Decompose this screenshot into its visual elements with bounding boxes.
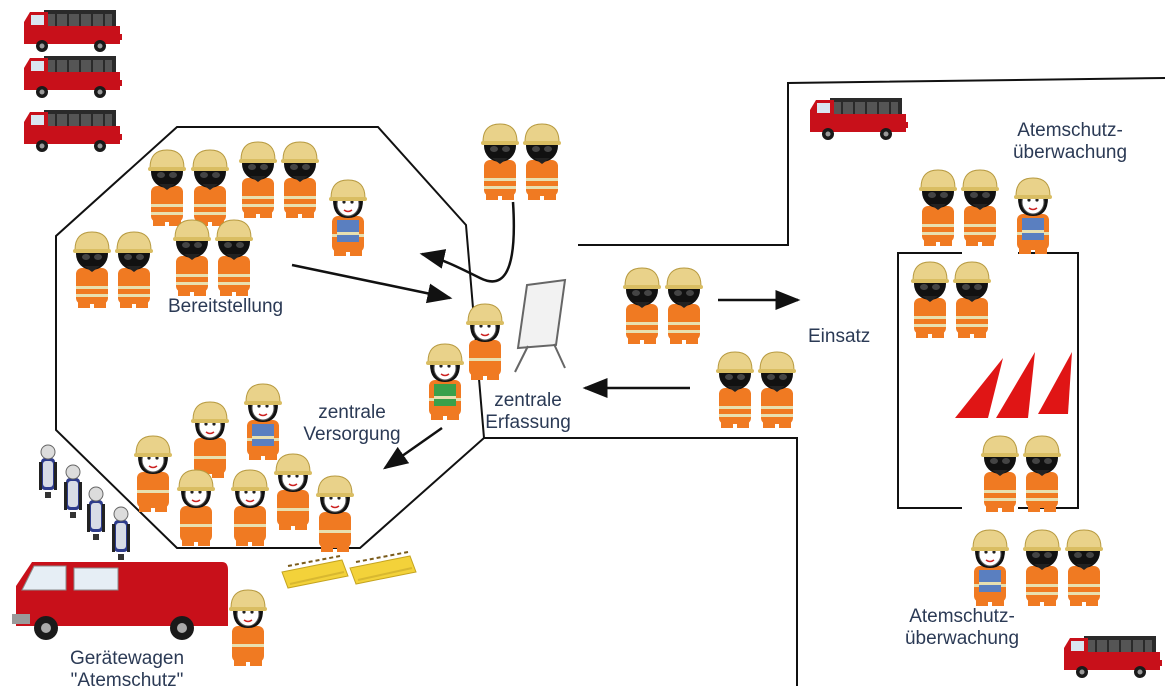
label-zentrale-versorgung-line1: zentrale [318,402,386,423]
firefighter-respirator-icon [172,219,212,297]
label-zentrale-erfassung: zentrale Erfassung [468,390,588,434]
firefighter-respirator-icon [715,351,755,429]
air-cylinder-rack-icon [281,555,349,589]
air-cylinder-rack-icon [349,551,417,585]
firefighter-respirator-icon [280,141,320,219]
firefighter-respirator-icon [114,231,154,309]
firefighter-respirator-icon [757,351,797,429]
label-zentrale-erfassung-line1: zentrale [494,390,562,411]
breathing-apparatus-icon [86,486,106,541]
label-zentrale-versorgung: zentrale Versorgung [292,402,412,446]
firefighter-respirator-icon [960,169,1000,247]
firefighter-respirator-icon [72,231,112,309]
firefighter-respirator-icon [238,141,278,219]
flipchart-icon [514,278,567,373]
firefighter-icon [176,469,216,547]
firefighter-respirator-icon [522,123,562,201]
breathing-apparatus-icon [63,464,83,519]
firefighter-icon [465,303,505,381]
firefighter-icon [273,453,313,531]
fire-truck-icon [809,97,909,141]
arrow-registration-to-staging [419,201,516,283]
traffic-cone-icon [955,358,1003,418]
label-geraetewagen: Gerätewagen "Atemschutz" [52,648,202,692]
label-atemschutz-bottom: Atemschutz- überwachung [892,606,1032,650]
operation-area-boundary-bottom [484,437,798,686]
firefighter-icon [315,475,355,553]
firefighter-respirator-icon [1022,529,1062,607]
staging-area-boundary [55,126,486,549]
label-geraetewagen-line2: "Atemschutz" [70,670,184,691]
label-zentrale-versorgung-line2: Versorgung [303,424,401,445]
firefighter-green-vest-icon [426,344,464,420]
breathing-apparatus-icon [38,444,58,499]
label-atemschutz-top: Atemschutz- überwachung [1000,120,1140,164]
firefighter-respirator-icon [190,149,230,227]
firefighter-vest-icon [971,530,1009,606]
label-geraetewagen-line1: Gerätewagen [69,648,185,669]
firefighter-respirator-icon [980,435,1020,513]
firefighter-icon [190,401,230,479]
label-atemschutz-top-line1: Atemschutz- [1017,120,1123,141]
firefighter-respirator-icon [664,267,704,345]
firefighter-vest-icon [1014,178,1052,254]
firefighter-respirator-icon [1022,435,1062,513]
firefighter-respirator-icon [910,261,950,339]
firefighter-respirator-icon [480,123,520,201]
label-atemschutz-bottom-line1: Atemschutz- [909,606,1015,627]
firefighter-respirator-icon [622,267,662,345]
firefighter-respirator-icon [1064,529,1104,607]
label-bereitstellung: Bereitstellung [168,296,284,317]
firefighter-respirator-icon [918,169,958,247]
operation-area-boundary-top [578,77,1165,246]
label-einsatz: Einsatz [808,326,871,347]
fire-truck-icon [23,9,123,53]
fire-truck-icon [23,109,123,153]
firefighter-respirator-icon [952,261,992,339]
fire-truck-icon [1063,635,1163,679]
arrow-staging-to-registration [291,263,453,304]
arrow-registration-to-supply [382,426,443,470]
firefighter-respirator-icon [147,149,187,227]
firefighter-vest-icon [329,180,367,256]
fire-truck-icon [23,55,123,99]
label-zentrale-erfassung-line2: Erfassung [485,412,571,433]
firefighter-respirator-icon [214,219,254,297]
firefighter-vest-icon [244,384,282,460]
firefighter-icon [133,435,173,513]
breathing-apparatus-icon [111,506,131,561]
label-atemschutz-top-line2: überwachung [1012,142,1128,163]
traffic-cone-icon [1038,352,1072,414]
firefighter-icon [230,469,270,547]
firefighter-icon [228,589,268,667]
equipment-van-icon [12,562,228,640]
traffic-cone-icon [996,352,1035,418]
label-atemschutz-bottom-line2: überwachung [904,628,1020,649]
